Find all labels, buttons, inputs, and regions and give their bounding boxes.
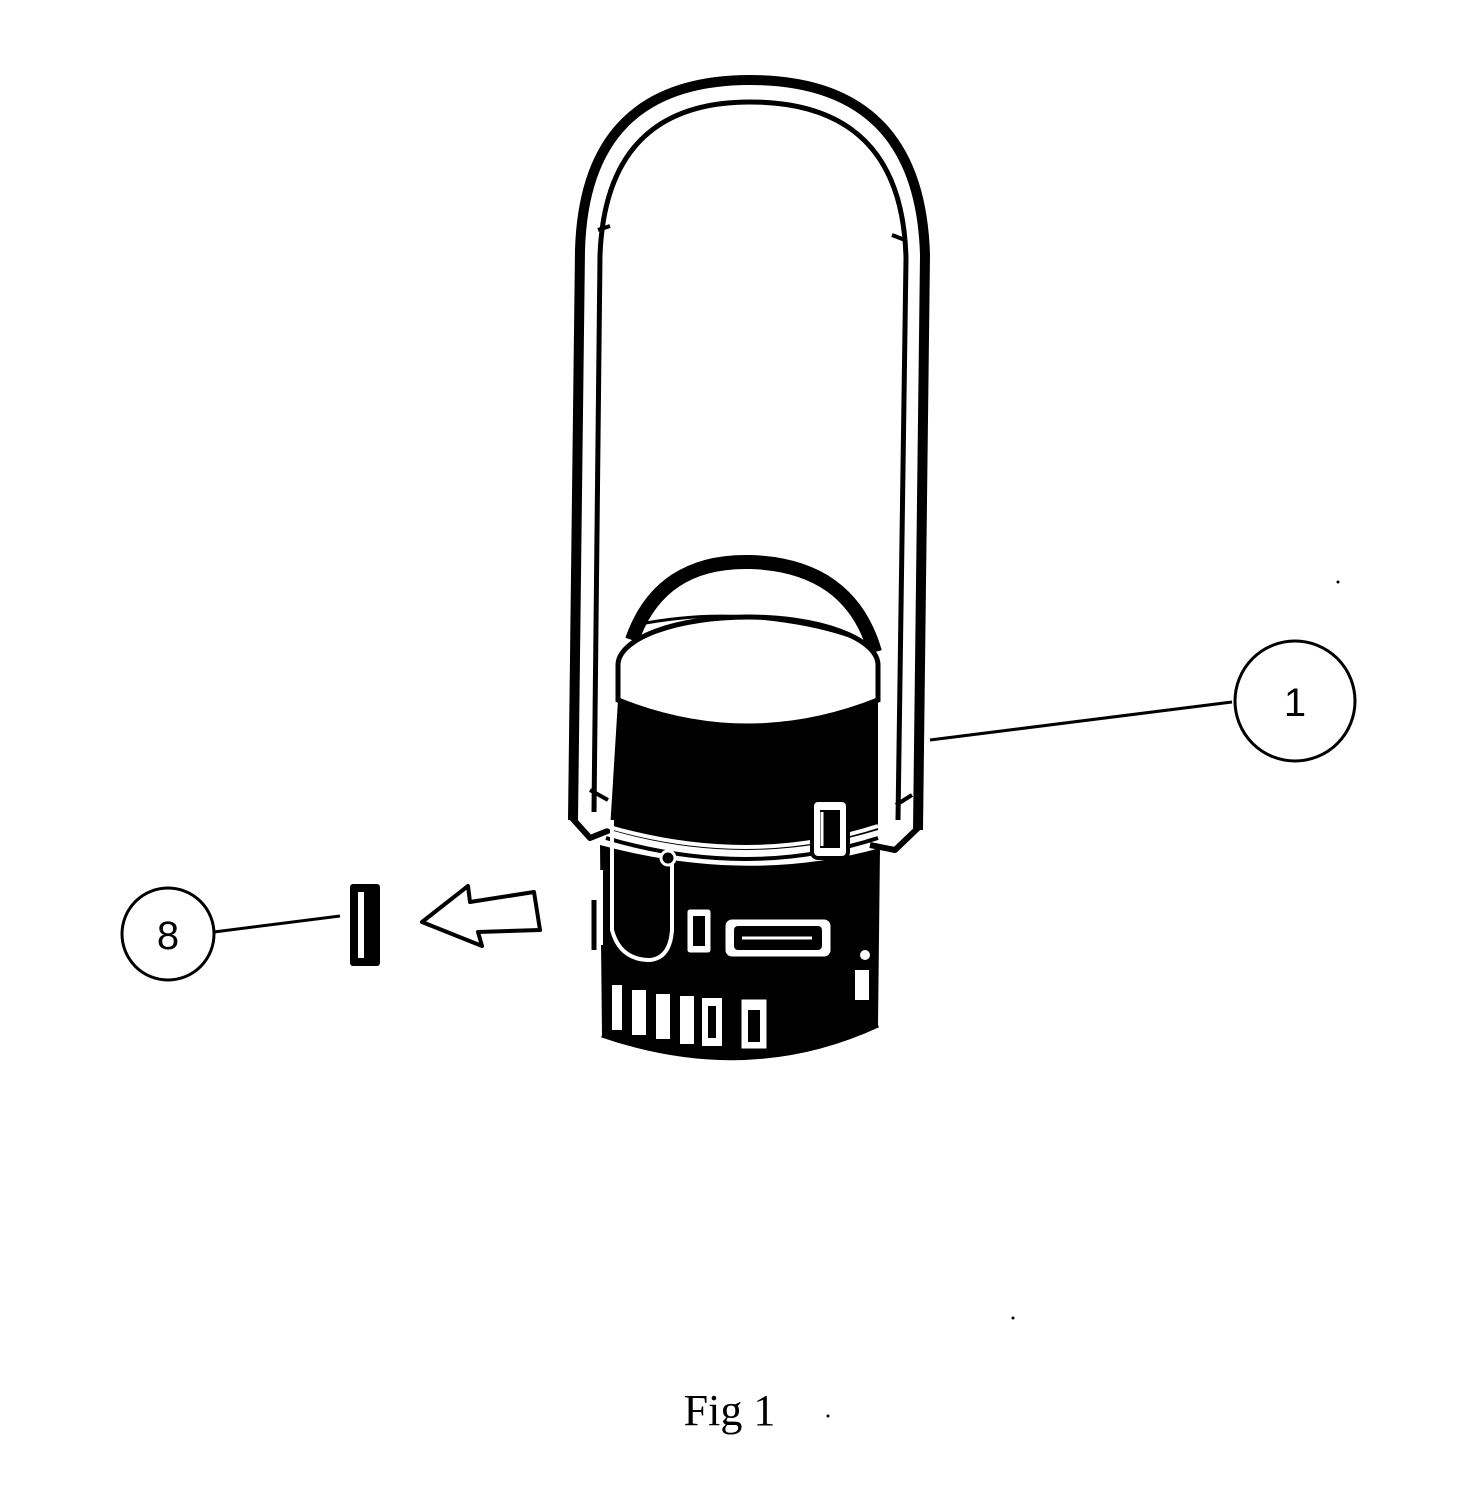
- part-8-cartridge: [350, 884, 380, 966]
- outer-handle: [568, 75, 930, 853]
- top-handle: [625, 554, 882, 655]
- callout-label-8: 8: [157, 914, 179, 958]
- lower-body: [591, 798, 880, 1061]
- callout-label-1: 1: [1284, 681, 1306, 725]
- leader-line-8: [213, 914, 341, 934]
- lid: [615, 614, 881, 729]
- figure-caption-text: Fig 1: [683, 1386, 776, 1435]
- figure-caption: Fig 1: [0, 1385, 1459, 1436]
- callout-circle-1: [1233, 639, 1357, 763]
- callout-circle-8: [120, 886, 216, 982]
- leader-line-1: [929, 700, 1233, 742]
- insert-arrow: [420, 884, 542, 948]
